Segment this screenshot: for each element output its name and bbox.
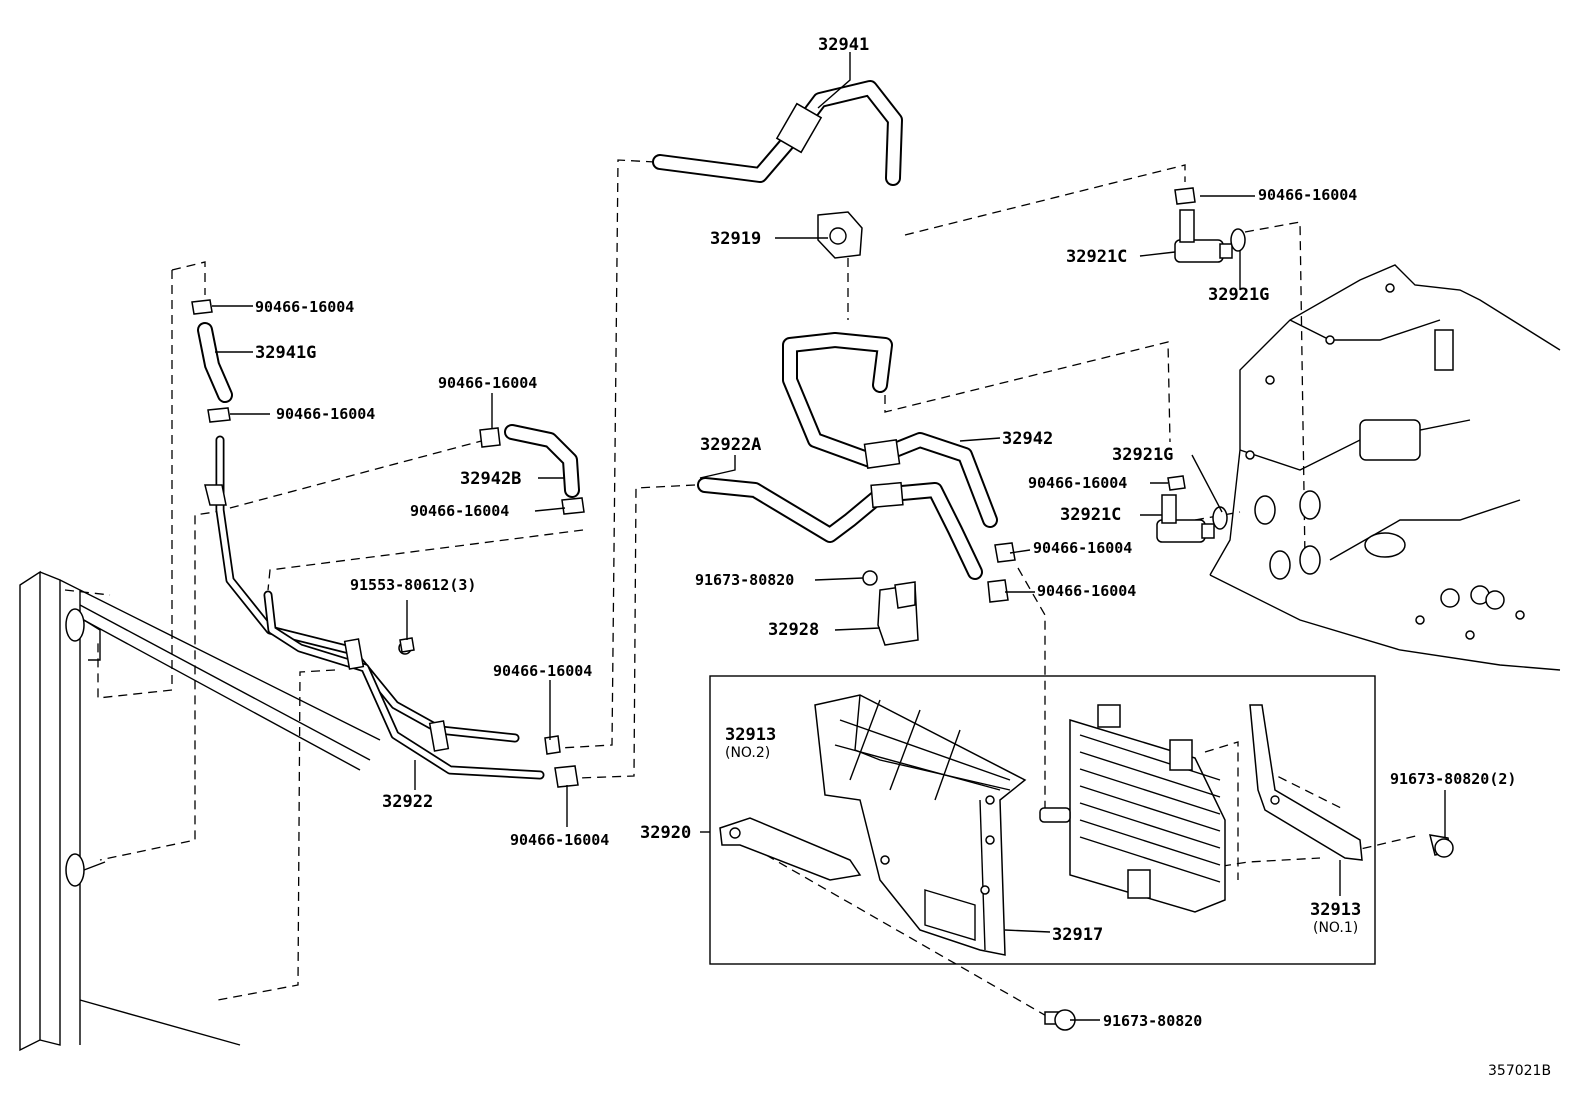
callout-32922a: 32922A: [700, 435, 761, 455]
callout-32921g-lower: 32921G: [1112, 445, 1173, 465]
hose-32922a: [697, 477, 983, 580]
hose-32942b: [504, 424, 580, 498]
callout-90466-16004-hose-b-lower: 90466-16004: [410, 502, 509, 520]
callout-no1: (NO.1): [1313, 920, 1358, 936]
callout-90466-16004-top-right: 90466-16004: [1258, 186, 1357, 204]
callout-32942b: 32942B: [460, 469, 521, 489]
callout-91673-80820-2: 91673-80820(2): [1390, 770, 1516, 788]
bolt-91553: [399, 637, 415, 653]
callout-32919: 32919: [710, 229, 761, 249]
callout-90466-16004-left-mid: 90466-16004: [276, 405, 375, 423]
callout-32917: 32917: [1052, 925, 1103, 945]
cooler-group-box: [709, 675, 1376, 965]
bracket-32928: [862, 570, 919, 646]
callout-90466-16004-left-top: 90466-16004: [255, 298, 354, 316]
callout-32941g: 32941G: [255, 343, 316, 363]
oil-cooler-core: [1039, 704, 1226, 913]
callout-91673-80820-mid: 91673-80820: [695, 571, 794, 589]
callout-90466-16004-fitting: 90466-16004: [1028, 474, 1127, 492]
cooler-pipe-assembly: [204, 435, 545, 780]
bolt-91673-bottom: [1044, 1009, 1076, 1031]
leader-lines: [212, 52, 1446, 1021]
callout-90466-16004-hose-upper: 90466-16004: [1033, 539, 1132, 557]
callout-90466-16004-hose-b: 90466-16004: [438, 374, 537, 392]
callout-32941: 32941: [818, 35, 869, 55]
callout-32921g-upper: 32921G: [1208, 285, 1269, 305]
hose-32942: [782, 332, 998, 528]
callout-labels: 32941 90466-16004 32919 32921C 32921G 90…: [255, 35, 1551, 1079]
callout-32921c-upper: 32921C: [1066, 247, 1127, 267]
callout-91673-80820-bottom: 91673-80820: [1103, 1012, 1202, 1030]
callout-90466-16004-pipe-upper: 90466-16004: [493, 662, 592, 680]
hose-32941g: [197, 322, 233, 403]
bolt-91673-right: [1428, 834, 1454, 858]
callout-32913-no2: 32913: [725, 725, 776, 745]
hose-32941: [652, 80, 903, 186]
shroud-32917: [814, 694, 1027, 956]
transmission-housing: [1209, 264, 1561, 671]
callout-32922: 32922: [382, 792, 433, 812]
clamp-icons-middle: [987, 187, 1196, 603]
callout-32913-no1: 32913: [1310, 900, 1361, 920]
callout-91553-80612: 91553-80612(3): [350, 576, 476, 594]
bracket-32913-no2: [719, 817, 862, 881]
callout-32928: 32928: [768, 620, 819, 640]
callout-32921c-lower: 32921C: [1060, 505, 1121, 525]
callout-32920: 32920: [640, 823, 691, 843]
fitting-32921c-lower: [1156, 494, 1228, 543]
callout-90466-16004-hose-lower: 90466-16004: [1037, 582, 1136, 600]
callout-no2: (NO.2): [725, 745, 770, 761]
callout-32942: 32942: [1002, 429, 1053, 449]
bracket-32919: [817, 211, 863, 259]
diagram-reference-code: 357021B: [1488, 1063, 1551, 1079]
fitting-32921c-upper: [1174, 209, 1246, 263]
bracket-32913-no1: [1249, 704, 1363, 861]
radiator-outline: [19, 570, 381, 1052]
callout-90466-16004-pipe-lower: 90466-16004: [510, 831, 609, 849]
